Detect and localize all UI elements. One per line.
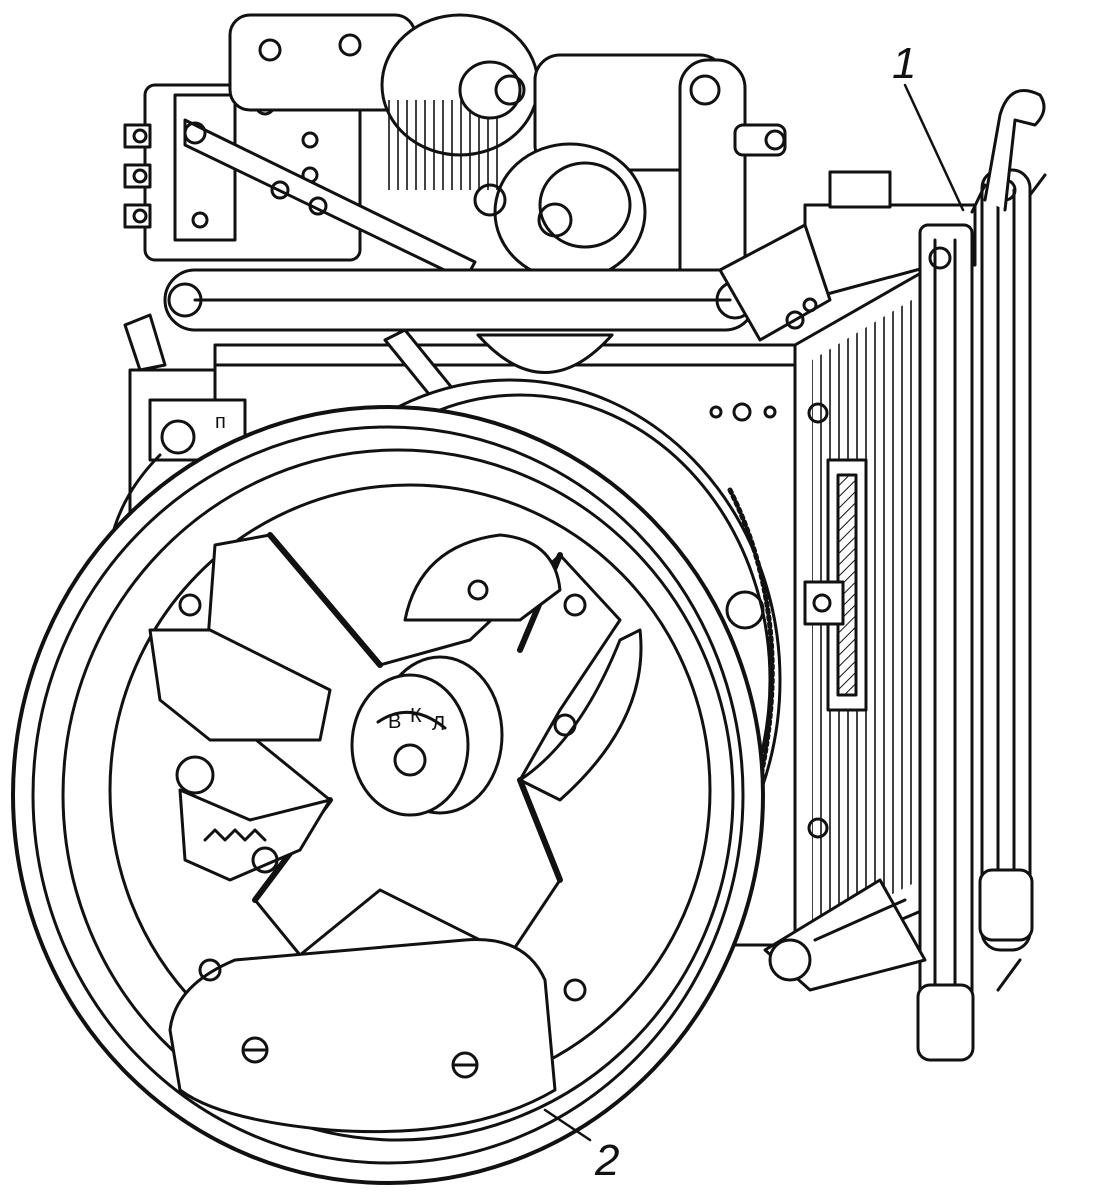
handwheel-clamp-plate bbox=[168, 938, 557, 1134]
gear-assembly bbox=[473, 53, 787, 312]
handwheel-hub bbox=[350, 655, 504, 817]
callout-2-leader bbox=[543, 1108, 592, 1142]
side-screw bbox=[807, 402, 829, 424]
housing-hole bbox=[763, 405, 777, 419]
motor-housing bbox=[228, 13, 540, 190]
dial-letter-1: В bbox=[388, 711, 401, 733]
side-screw bbox=[807, 817, 829, 839]
wheel-screw bbox=[563, 593, 587, 617]
vertical-rod-rear bbox=[978, 168, 1047, 992]
callout-1-leader bbox=[903, 83, 965, 212]
cam-segment bbox=[403, 533, 643, 802]
lower-link bbox=[763, 878, 927, 992]
horizontal-link-bar bbox=[163, 223, 832, 342]
dial-letter-2: К bbox=[410, 705, 422, 727]
callout-1-label: 1 bbox=[892, 39, 916, 88]
wheel-screw bbox=[563, 978, 587, 1002]
upper-roller bbox=[476, 333, 614, 374]
housing-hole bbox=[709, 405, 723, 419]
vertical-rod-front bbox=[916, 223, 975, 1062]
top-handle bbox=[970, 89, 1046, 214]
wheel-screw bbox=[198, 958, 222, 982]
hub-dial-letters: В К Л bbox=[388, 705, 445, 735]
pawl-lever bbox=[148, 628, 332, 882]
wheel-screw bbox=[178, 593, 202, 617]
side-latch-bracket bbox=[803, 458, 868, 712]
bracket-marker-letter: п bbox=[215, 411, 226, 433]
dial-letter-3: Л bbox=[432, 713, 445, 735]
callout-2-label: 2 bbox=[594, 1136, 619, 1185]
housing-hole bbox=[732, 402, 752, 422]
